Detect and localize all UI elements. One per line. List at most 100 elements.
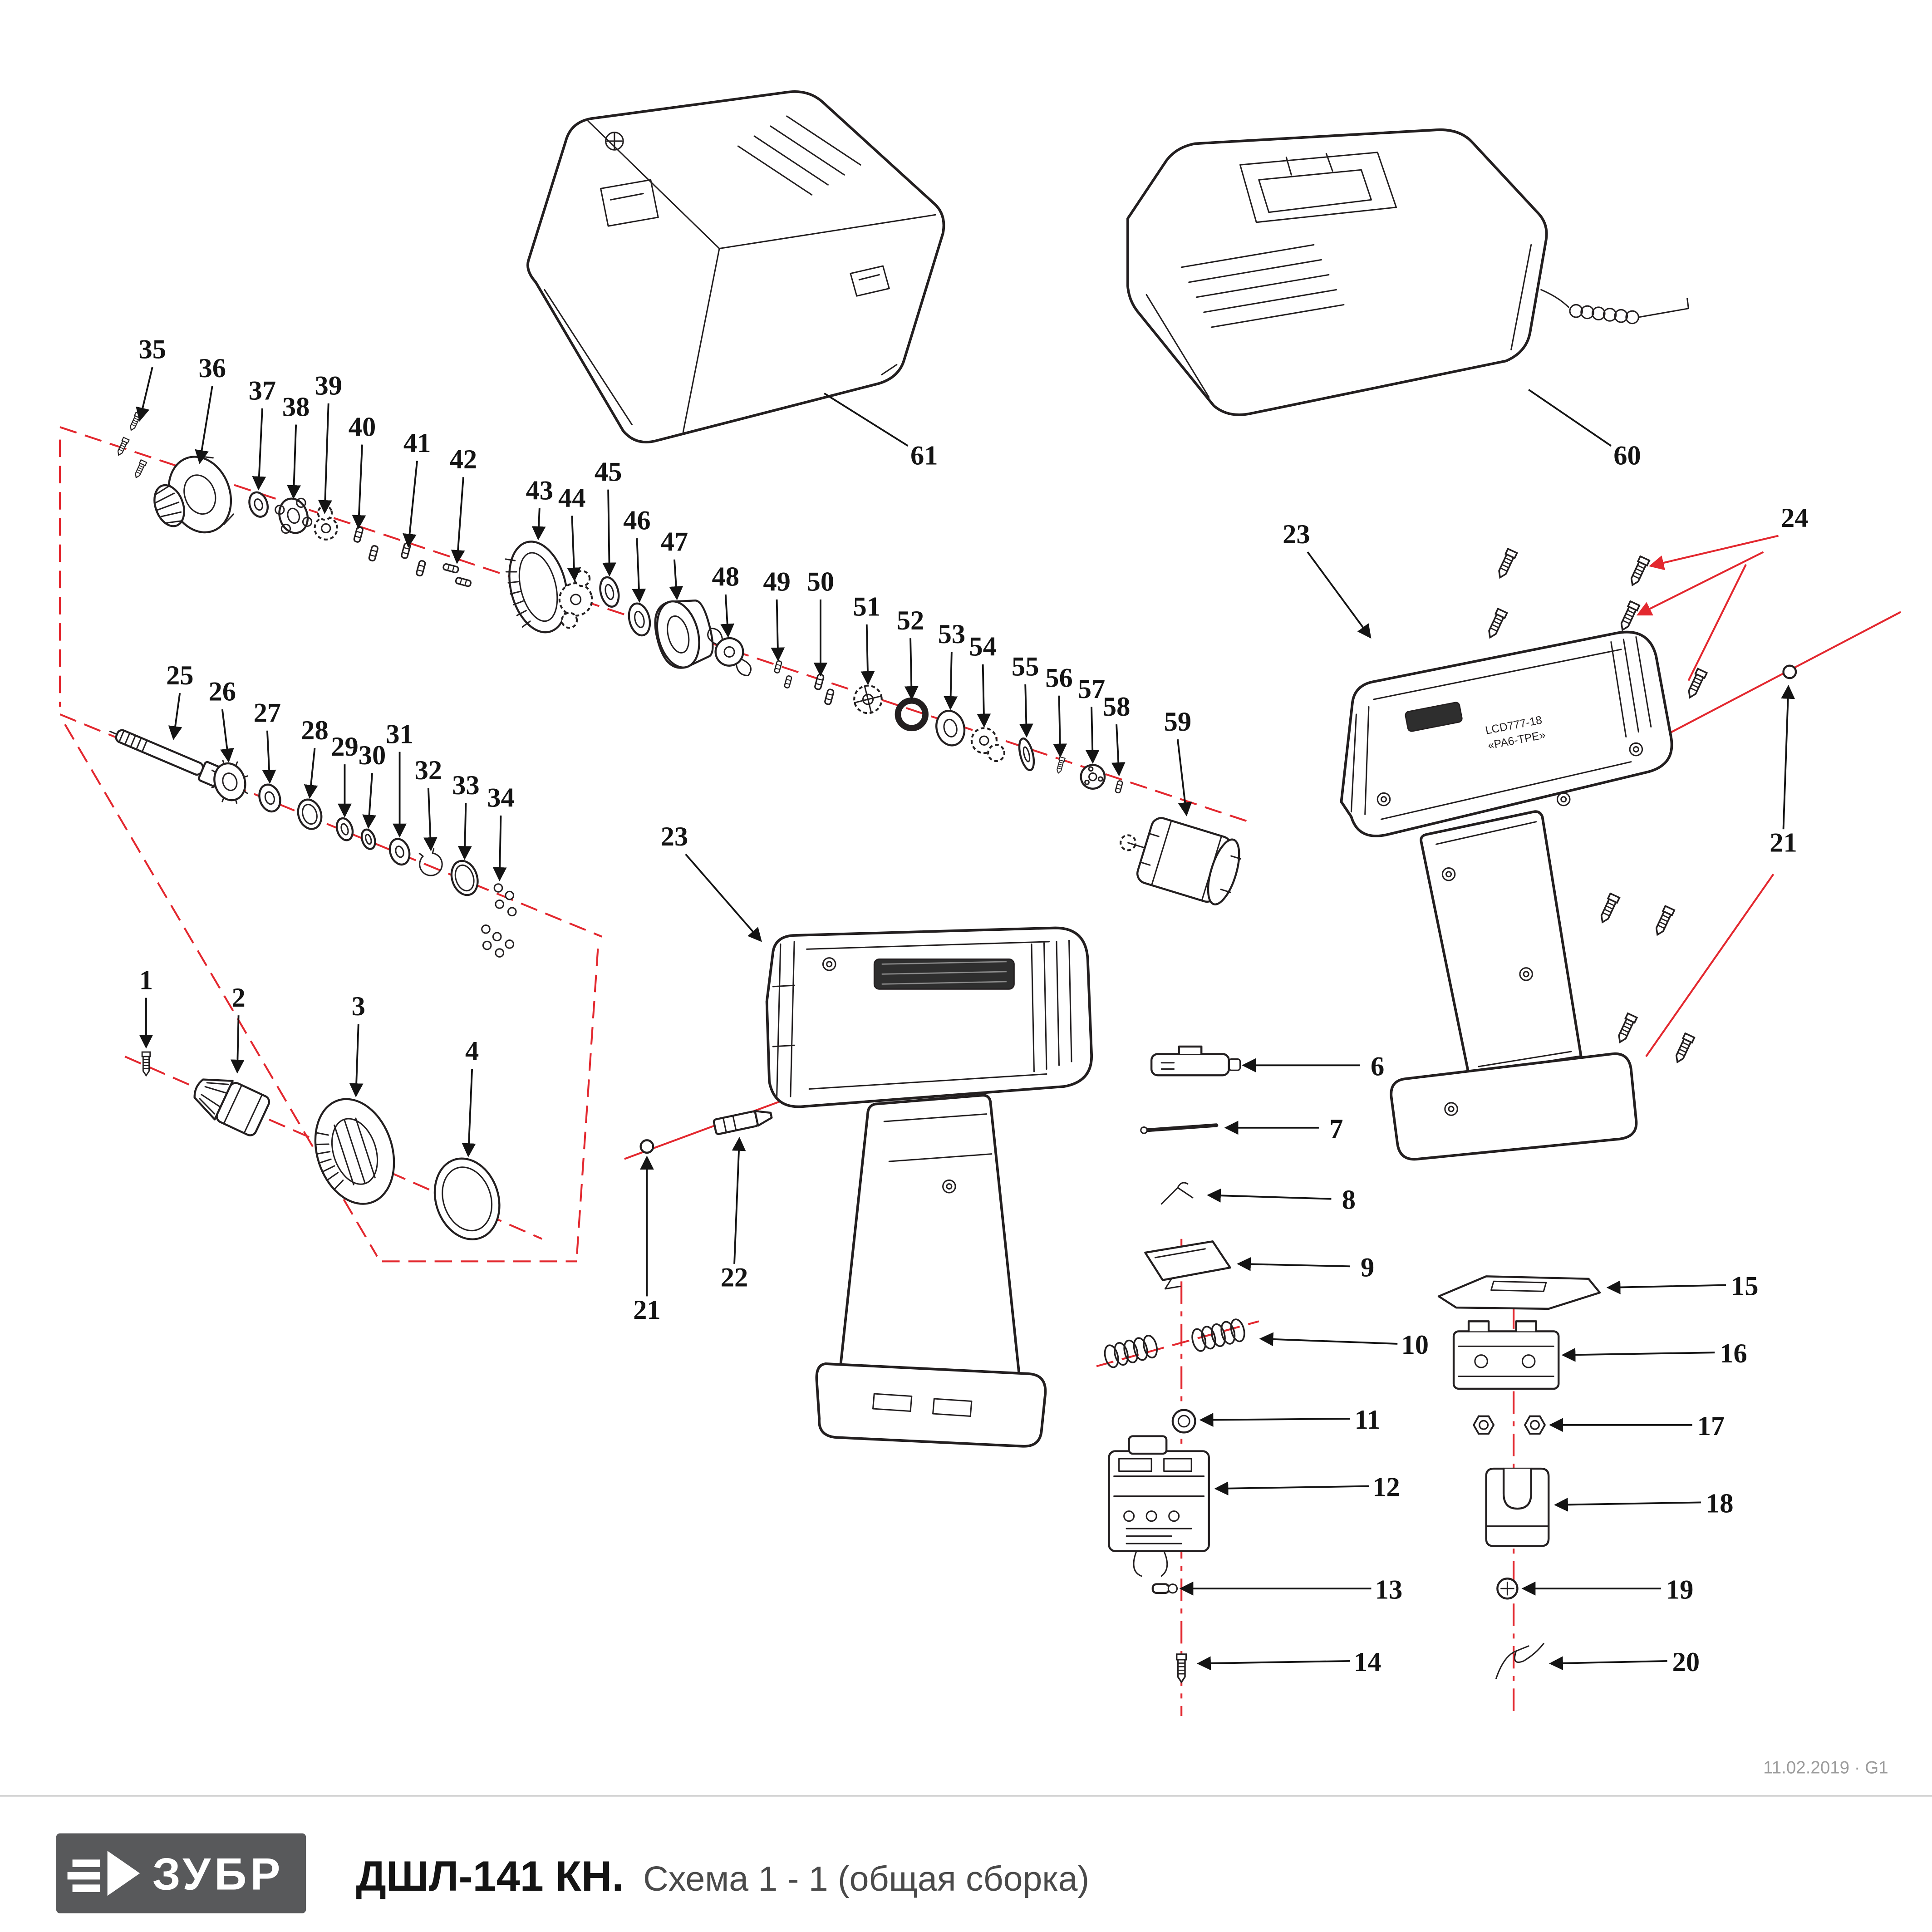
housing-left-body bbox=[765, 926, 1093, 1108]
leader-23-right bbox=[1307, 551, 1372, 639]
model-title: ДШЛ-141 КН. bbox=[356, 1852, 624, 1900]
leader-24-b bbox=[1636, 551, 1764, 616]
leader-14 bbox=[1197, 1656, 1350, 1671]
charger-cable-end bbox=[1637, 298, 1689, 318]
housing-right-boss bbox=[1519, 967, 1533, 981]
charger-outline bbox=[1126, 128, 1548, 416]
leader-28 bbox=[304, 748, 318, 799]
callout-53: 53 bbox=[938, 619, 966, 649]
part-50-pin bbox=[813, 673, 825, 691]
part-24-screw bbox=[1672, 1032, 1696, 1065]
leader-27 bbox=[262, 730, 276, 784]
leader-58 bbox=[1111, 724, 1126, 777]
part-3-chuck-sleeve bbox=[314, 1098, 395, 1205]
leader-26 bbox=[220, 709, 234, 763]
callout-11: 11 bbox=[1355, 1405, 1381, 1435]
charger bbox=[1126, 128, 1689, 416]
leader-8 bbox=[1207, 1188, 1332, 1203]
callout-25: 25 bbox=[166, 660, 194, 691]
leader-15 bbox=[1606, 1280, 1726, 1294]
trigger-parts bbox=[1101, 1045, 1248, 1683]
part-7-rod bbox=[1145, 1123, 1219, 1132]
callout-15: 15 bbox=[1731, 1271, 1759, 1302]
housing-left-vent-slits bbox=[881, 961, 1007, 985]
part-13-pin bbox=[1151, 1583, 1178, 1594]
leader-48 bbox=[720, 594, 735, 638]
callout-23-right: 23 bbox=[1283, 519, 1310, 550]
part-52-o-ring bbox=[895, 697, 929, 732]
callout-37: 37 bbox=[249, 376, 276, 406]
housing-right-nose bbox=[1350, 706, 1370, 815]
leader-20 bbox=[1549, 1656, 1667, 1671]
part-17-nut bbox=[1473, 1415, 1495, 1435]
callout-58: 58 bbox=[1103, 692, 1131, 722]
part-24-screw bbox=[1627, 555, 1651, 588]
leader-12 bbox=[1214, 1481, 1369, 1496]
part-57-end-plate bbox=[1080, 764, 1106, 790]
callout-31: 31 bbox=[386, 719, 413, 749]
part-41-pin bbox=[415, 559, 427, 577]
housing-right-vents bbox=[1610, 636, 1652, 738]
battery-vent-slots bbox=[737, 115, 861, 196]
part-56-screw bbox=[1055, 756, 1066, 775]
part-2-chuck-core bbox=[193, 1078, 270, 1136]
part-53-washer bbox=[935, 709, 966, 747]
housing-right-boss bbox=[1523, 971, 1529, 978]
leader-40 bbox=[352, 444, 366, 529]
leader-38 bbox=[287, 424, 301, 499]
part-49-pin bbox=[783, 675, 793, 689]
leader-36 bbox=[195, 385, 213, 464]
callout-50: 50 bbox=[807, 567, 835, 597]
callout-61: 61 bbox=[910, 441, 938, 471]
callout-49: 49 bbox=[763, 567, 791, 597]
part-17-nut bbox=[1524, 1415, 1546, 1435]
part-47-gearbox-cup bbox=[654, 599, 714, 669]
part-15-plate bbox=[1437, 1275, 1601, 1310]
battery-screw-boss bbox=[605, 132, 624, 151]
battery-pack bbox=[526, 90, 945, 443]
leader-52 bbox=[904, 638, 919, 700]
housing-left-foot-slots bbox=[872, 1393, 973, 1417]
contact-parts bbox=[1437, 1275, 1601, 1679]
charger-seams bbox=[1145, 244, 1532, 398]
leader-55 bbox=[1019, 684, 1033, 738]
part-21-ball-left bbox=[639, 1139, 654, 1154]
callout-17: 17 bbox=[1697, 1411, 1725, 1441]
doc-ref: 11.02.2019 · G1 bbox=[1763, 1758, 1888, 1778]
part-36-spindle-housing bbox=[153, 455, 235, 534]
housing-right-boss bbox=[1441, 867, 1456, 881]
part-46-washer bbox=[628, 602, 651, 637]
callout-2: 2 bbox=[231, 983, 245, 1013]
leader-4 bbox=[462, 1069, 476, 1158]
leader-16 bbox=[1561, 1347, 1715, 1362]
callout-54: 54 bbox=[969, 632, 997, 662]
callout-24: 24 bbox=[1781, 503, 1809, 533]
callout-34: 34 bbox=[487, 783, 515, 813]
callout-10: 10 bbox=[1401, 1330, 1429, 1360]
part-4-ring bbox=[433, 1157, 501, 1240]
housing-left-boss bbox=[822, 957, 836, 971]
leader-57 bbox=[1085, 707, 1100, 764]
leader-23-left bbox=[685, 853, 762, 942]
leader-2 bbox=[231, 1015, 245, 1074]
callout-43: 43 bbox=[526, 476, 554, 506]
callout-48: 48 bbox=[712, 562, 740, 592]
part-35-screw bbox=[133, 459, 147, 480]
part-10-spring bbox=[1189, 1317, 1248, 1353]
part-40-pin bbox=[353, 526, 364, 544]
part-24-screw bbox=[1614, 1013, 1638, 1045]
part-58-pin bbox=[1114, 780, 1124, 794]
part-18-bracket bbox=[1485, 1467, 1550, 1547]
callout-55: 55 bbox=[1012, 652, 1039, 682]
part-24-screw bbox=[1494, 548, 1518, 580]
callout-40: 40 bbox=[349, 412, 376, 442]
leader-61 bbox=[824, 393, 909, 447]
callout-12: 12 bbox=[1372, 1472, 1400, 1503]
part-42-pin bbox=[454, 576, 472, 588]
part-48-lock-plate bbox=[707, 627, 752, 677]
callout-35: 35 bbox=[138, 334, 166, 365]
housing-right-boss bbox=[1445, 871, 1452, 878]
part-45-washer bbox=[599, 576, 620, 608]
